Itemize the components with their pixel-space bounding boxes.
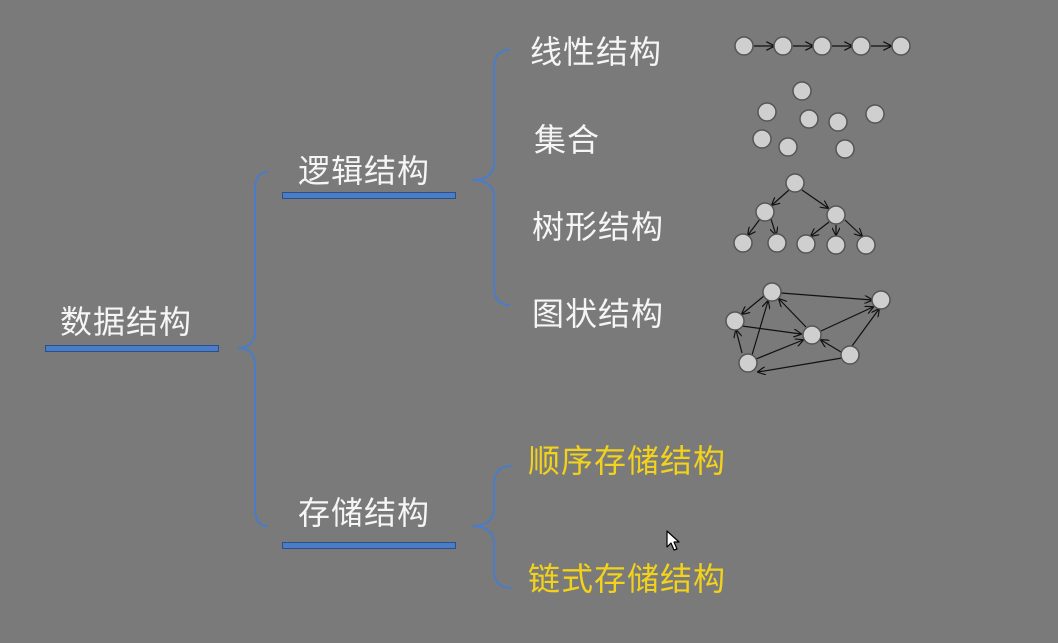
storage-structure-label: 存储结构	[298, 494, 431, 532]
root-underline	[45, 345, 219, 352]
root-label: 数据结构	[60, 303, 193, 341]
logical-brace	[471, 49, 511, 306]
storage-brace	[471, 465, 513, 589]
graph-structure-label: 图状结构	[532, 295, 665, 333]
tree-structure-label: 树形结构	[532, 208, 665, 246]
set-illustration	[752, 81, 885, 159]
sequential-storage-label: 顺序存储结构	[528, 442, 727, 480]
root-brace	[237, 171, 269, 527]
storage-structure-underline	[282, 542, 456, 549]
logical-structure-label: 逻辑结构	[298, 152, 431, 190]
linear-structure-illustration	[734, 36, 911, 56]
tree-illustration	[733, 173, 876, 255]
set-label: 集合	[534, 121, 601, 159]
mouse-cursor-icon	[666, 530, 680, 551]
graph-illustration	[725, 282, 891, 372]
linear-structure-label: 线性结构	[530, 33, 663, 71]
linked-storage-label: 链式存储结构	[528, 560, 727, 598]
logical-structure-underline	[282, 192, 456, 199]
